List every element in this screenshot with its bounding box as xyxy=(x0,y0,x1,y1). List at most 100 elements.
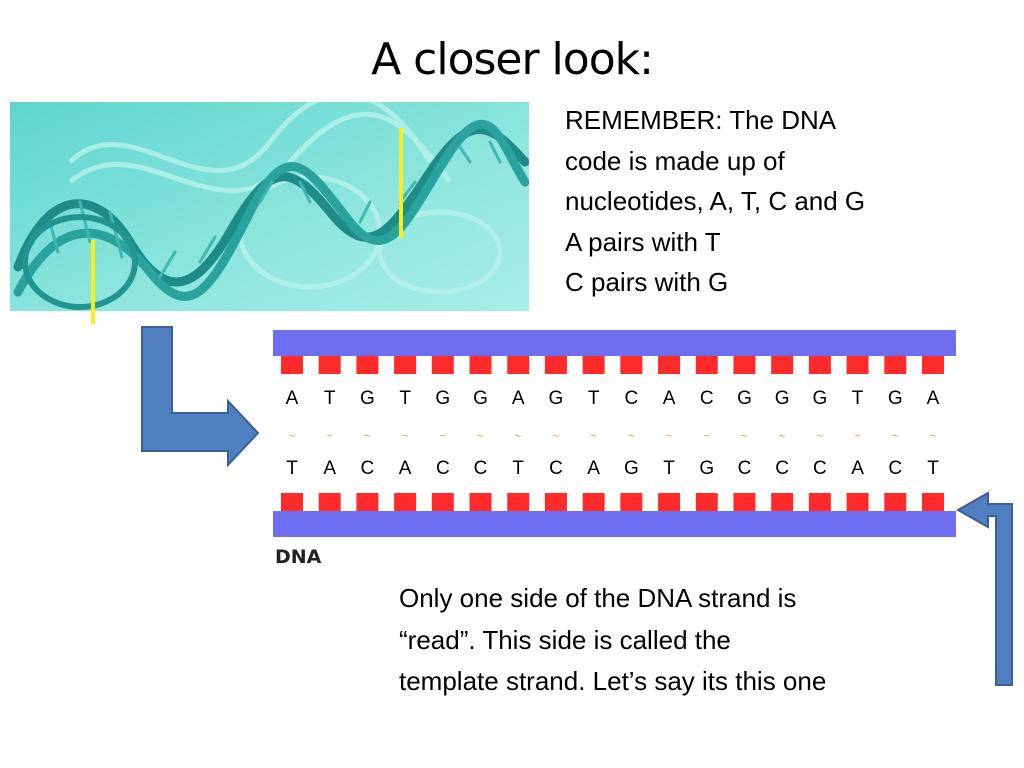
bottom-base-letter: C xyxy=(738,458,752,479)
bottom-base-block xyxy=(431,493,454,511)
bottom-base-letter: G xyxy=(624,458,639,479)
top-base-letter: G xyxy=(549,388,564,409)
top-base-letter: A xyxy=(927,388,940,409)
bottom-base-letter: T xyxy=(512,458,524,479)
template-line: template strand. Let’s say its this one xyxy=(399,666,827,696)
top-base-letter: G xyxy=(737,388,752,409)
bond-mark: ~ xyxy=(439,429,446,443)
bottom-base-letter: A xyxy=(399,458,412,479)
bottom-base-letter: A xyxy=(323,458,336,479)
top-base-block xyxy=(544,356,567,374)
bottom-base-block xyxy=(884,493,907,511)
top-base-block xyxy=(431,356,454,374)
bottom-base-block xyxy=(695,493,718,511)
remember-line: nucleotides, A, T, C and G xyxy=(565,186,866,216)
remember-text: REMEMBER: The DNA code is made up of nuc… xyxy=(565,100,985,303)
top-base-block xyxy=(356,356,379,374)
dna-helix-image xyxy=(10,102,529,311)
top-base-block xyxy=(695,356,718,374)
bent-arrow-left xyxy=(955,491,1013,686)
bottom-base-block xyxy=(733,493,756,511)
bottom-base-letter: A xyxy=(587,458,600,479)
top-base-block xyxy=(771,356,794,374)
bottom-base-block xyxy=(507,493,530,511)
remember-line: C pairs with G xyxy=(565,267,729,297)
bottom-base-letter: C xyxy=(436,458,450,479)
bond-mark: ~ xyxy=(892,429,899,443)
bottom-base-block xyxy=(620,493,643,511)
bottom-base-letter: A xyxy=(851,458,864,479)
bottom-base-block xyxy=(922,493,944,511)
top-base-letter: G xyxy=(812,388,827,409)
top-base-letter: A xyxy=(286,388,299,409)
bond-mark: ~ xyxy=(703,429,710,443)
top-base-letter: A xyxy=(512,388,525,409)
bond-mark: ~ xyxy=(741,429,748,443)
bottom-base-block xyxy=(469,493,492,511)
bottom-base-block xyxy=(281,493,303,511)
top-base-blocks xyxy=(281,356,944,374)
bond-mark: ~ xyxy=(326,429,333,443)
bottom-base-block xyxy=(544,493,567,511)
top-base-block xyxy=(318,356,341,374)
bond-mark: ~ xyxy=(816,429,823,443)
bottom-base-letter: T xyxy=(286,458,298,479)
top-base-block xyxy=(469,356,492,374)
top-base-block xyxy=(620,356,643,374)
bottom-base-letter: C xyxy=(549,458,563,479)
top-base-letter: T xyxy=(852,388,864,409)
bond-mark: ~ xyxy=(666,429,673,443)
top-base-letter: G xyxy=(360,388,375,409)
bottom-base-letter: C xyxy=(888,458,902,479)
bottom-base-block xyxy=(658,493,681,511)
bond-mark: ~ xyxy=(929,429,936,443)
bottom-base-block xyxy=(582,493,605,511)
template-strand-text: Only one side of the DNA strand is “read… xyxy=(399,578,999,703)
bond-mark: ~ xyxy=(628,429,635,443)
bottom-backbone xyxy=(273,511,956,537)
top-backbone xyxy=(273,330,956,356)
top-hydrogen-bonds: ~~~~~~~~~~~~~~~~~~ xyxy=(288,429,936,443)
top-base-block xyxy=(281,356,303,374)
bottom-base-letter: C xyxy=(775,458,789,479)
top-base-block xyxy=(846,356,869,374)
bond-mark: ~ xyxy=(854,429,861,443)
bottom-base-blocks xyxy=(281,493,944,511)
top-base-block xyxy=(582,356,605,374)
bottom-base-block xyxy=(356,493,379,511)
bottom-base-block xyxy=(846,493,869,511)
top-base-letter: G xyxy=(775,388,790,409)
top-base-letter: T xyxy=(588,388,600,409)
top-base-letter: C xyxy=(700,388,714,409)
bond-mark: ~ xyxy=(515,429,522,443)
bond-mark: ~ xyxy=(552,429,559,443)
bottom-base-letter: T xyxy=(663,458,675,479)
bottom-base-block xyxy=(771,493,794,511)
remember-line: code is made up of xyxy=(565,145,785,176)
top-base-letter: C xyxy=(624,388,638,409)
bottom-base-letter: T xyxy=(927,458,939,479)
bottom-base-block xyxy=(808,493,831,511)
bond-mark: ~ xyxy=(364,429,371,443)
top-base-block xyxy=(507,356,530,374)
slide-title: A closer look: xyxy=(371,34,654,85)
top-base-block xyxy=(394,356,417,374)
top-base-block xyxy=(922,356,944,374)
top-base-block xyxy=(658,356,681,374)
top-base-block xyxy=(884,356,907,374)
template-line: “read”. This side is called the xyxy=(399,624,731,655)
bottom-base-letter: C xyxy=(813,458,827,479)
bond-mark: ~ xyxy=(477,429,484,443)
top-base-letter: G xyxy=(888,388,903,409)
bent-arrow-right xyxy=(141,326,260,468)
bond-mark: ~ xyxy=(590,429,597,443)
top-base-letter: A xyxy=(663,388,676,409)
bond-mark: ~ xyxy=(402,429,409,443)
bottom-base-letter: C xyxy=(361,458,375,479)
bottom-base-block xyxy=(318,493,341,511)
dna-label: DNA xyxy=(275,546,322,568)
template-line: Only one side of the DNA strand is xyxy=(399,583,797,613)
